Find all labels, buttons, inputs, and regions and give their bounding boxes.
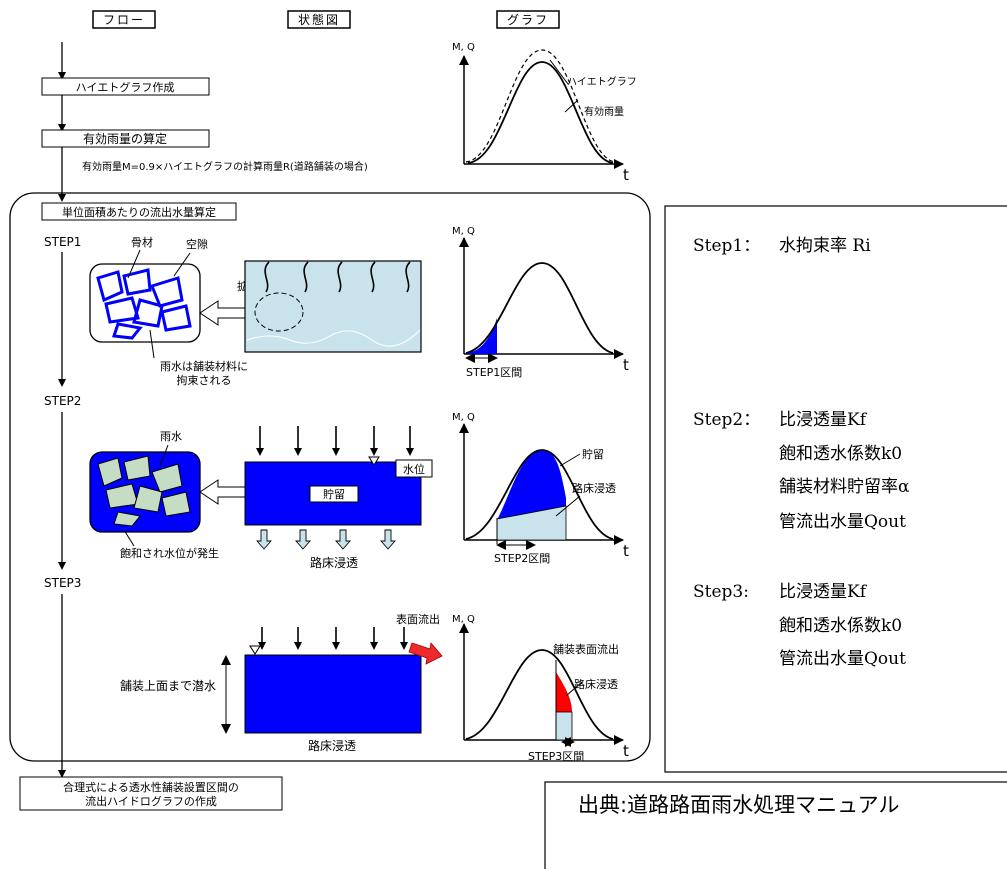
graph1-axis-y-label: M, Q [452, 226, 475, 237]
step2-pavement: 貯留 [244, 461, 422, 526]
water-level-marker-3 [249, 645, 261, 655]
water-level-marker [368, 456, 380, 466]
step3-param-kf: 比浸透量Kf [779, 582, 868, 602]
step1-aggregate-inset [89, 263, 201, 343]
header-state: 状態図 [287, 10, 351, 29]
hyetograph-label: ハイエトグラフ [567, 75, 637, 88]
header-flow: フロー [92, 10, 156, 29]
source-box: 出典:道路路面雨水処理マニュアル [544, 781, 1007, 869]
void-label: 空隙 [186, 237, 208, 251]
graph0-axis-x-label: t [623, 166, 629, 184]
submerged-label: 舗装上面まで潜水 [120, 679, 216, 693]
flow-box-unit: 単位面積あたりの流出水量算定 [41, 202, 237, 221]
parameters-panel: Step1： 水拘束率 Ri Step2： 比浸透量Kf 飽和透水係数k0 舗装… [664, 205, 1007, 773]
graph0-axis-y-label: M, Q [452, 42, 475, 53]
step1-param-ri: 水拘束率 Ri [779, 236, 871, 256]
step3-label: STEP3 [44, 576, 81, 590]
step2-aggregate-inset [89, 451, 201, 533]
surface-runoff-graph-label: 舗装表面流出 [553, 642, 619, 656]
hyetograph-curve [465, 49, 616, 163]
header-graph-label: グラフ [507, 13, 549, 27]
step2-param-k0: 飽和透水係数k0 [779, 444, 902, 464]
step2-infiltration-arrows [256, 529, 396, 550]
effective-rain-label: 有効雨量 [584, 105, 624, 118]
step1-label: STEP1 [44, 235, 81, 249]
graph3-axis-x-label: t [623, 742, 629, 760]
header-flow-label: フロー [103, 13, 145, 27]
storage-graph-label: 貯留 [582, 448, 604, 461]
effective-rain-formula: 有効雨量M=0.9×ハイエトグラフの計算雨量R(道路舗装の場合) [82, 160, 368, 173]
flow-box-effective: 有効雨量の算定 [41, 129, 210, 148]
step3-pavement [244, 654, 422, 734]
water-level-label: 水位 [403, 462, 425, 476]
step3-range-label: STEP3区間 [528, 750, 584, 763]
step3-param-qout: 管流出水量Qout [779, 649, 906, 669]
source-citation: 出典:道路路面雨水処理マニュアル [578, 793, 899, 817]
flow-effective-label: 有効雨量の算定 [83, 131, 167, 146]
graph-step2: M, Q t 貯留 路床浸透 STEP2区間 [452, 412, 629, 565]
aggregate-label: 骨材 [131, 235, 153, 249]
flow-box-final: 合理式による透水性舗装設置区間の 流出ハイドログラフの作成 [19, 776, 283, 811]
flow-unit-label: 単位面積あたりの流出水量算定 [62, 205, 216, 219]
step1-param-key: Step1： [693, 236, 760, 256]
graph-step3: M, Q t 舗装表面流出 路床浸透 STEP3区間 [452, 614, 629, 763]
infiltration-graph-label: 路床浸透 [572, 481, 616, 495]
storage-label: 貯留 [323, 488, 345, 501]
saturated-label: 飽和され水位が発生 [120, 546, 219, 560]
surface-runoff-arrow [408, 642, 443, 665]
graph-step1: M, Q t STEP1区間 [452, 226, 629, 379]
step2-label: STEP2 [44, 394, 81, 408]
step2-rain-arrows [256, 426, 414, 456]
flow-box-hyetograph: ハイエトグラフ作成 [41, 77, 210, 96]
graph1-axis-x-label: t [623, 356, 629, 374]
surface-runoff-label: 表面流出 [396, 612, 440, 626]
effective-rain-curve [467, 61, 614, 164]
step1-range-label: STEP1区間 [466, 366, 522, 379]
step2-param-kf: 比浸透量Kf [779, 410, 868, 430]
graph-hyetograph: M, Q t ハイエトグラフ 有効雨量 [452, 42, 637, 184]
header-state-label: 状態図 [298, 12, 340, 27]
step1-pavement [244, 260, 422, 353]
graph2-axis-y-label: M, Q [452, 412, 475, 423]
step2-range-label: STEP2区間 [494, 552, 550, 565]
step2-param-qout: 管流出水量Qout [779, 512, 906, 532]
flow-final-label-1: 合理式による透水性舗装設置区間の [63, 780, 239, 794]
graph3-axis-y-label: M, Q [452, 614, 475, 625]
subgrade-infiltration-label: 路床浸透 [310, 555, 358, 570]
step2-param-alpha: 舗装材料貯留率α [779, 477, 910, 497]
rain-bound-label-2: 拘束される [177, 373, 232, 387]
subgrade-infiltration-label-3: 路床浸透 [308, 738, 356, 753]
flow-final-label-2: 流出ハイドログラフの作成 [85, 794, 217, 808]
flow-hyetograph-label: ハイエトグラフ作成 [76, 80, 175, 94]
step1-rain-drops [264, 261, 411, 293]
infiltration3-graph-label: 路床浸透 [574, 677, 618, 691]
water-level-tag: 水位 [395, 459, 433, 478]
step3-rain-arrows [258, 627, 408, 650]
step2-param-key: Step2： [693, 410, 760, 430]
header-graph: グラフ [496, 10, 560, 29]
rainwater-label: 雨水 [160, 430, 182, 443]
calculation-frame [9, 192, 651, 762]
graph2-axis-x-label: t [623, 542, 629, 560]
rain-bound-label-1: 雨水は舗装材料に [160, 359, 248, 373]
step3-param-k0: 飽和透水係数k0 [779, 616, 902, 636]
step3-param-key: Step3: [693, 582, 749, 602]
